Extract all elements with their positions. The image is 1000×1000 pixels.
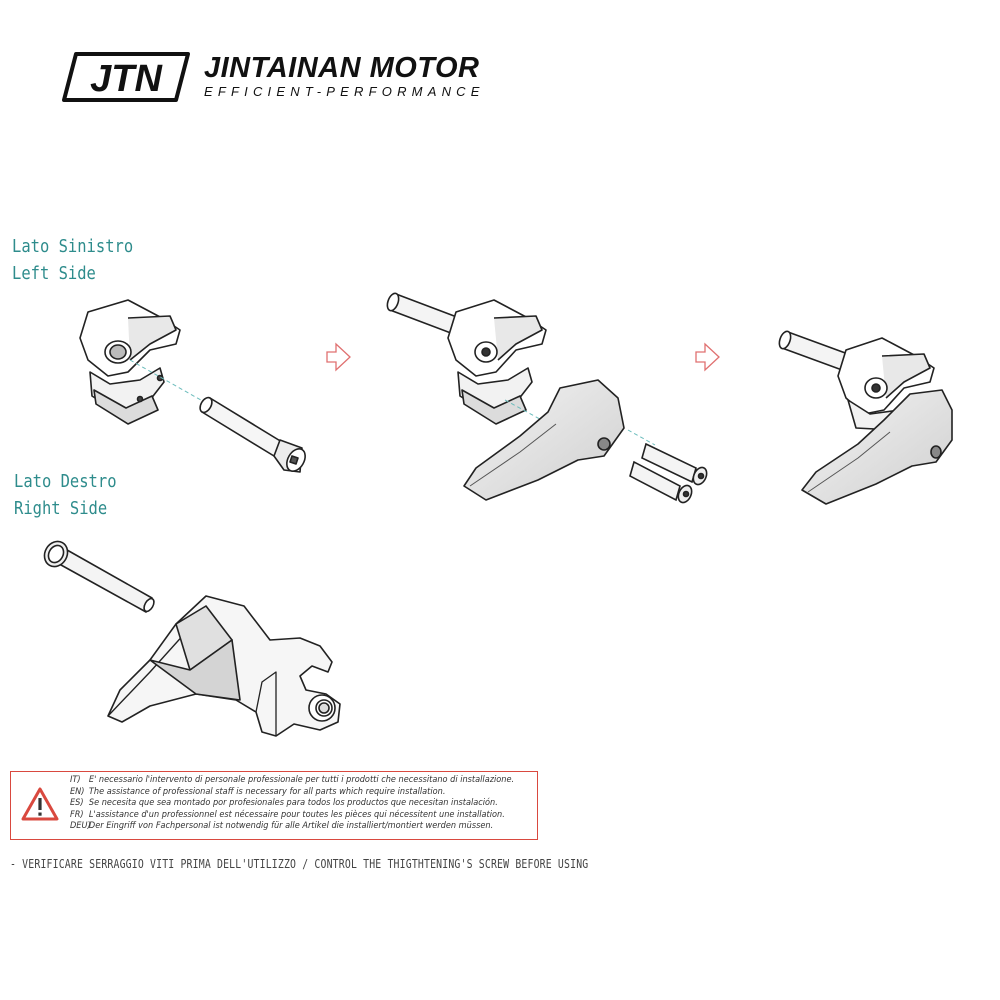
right-side-label-it: Lato Destro xyxy=(14,471,117,492)
right-slider xyxy=(107,595,341,737)
left-bracket xyxy=(79,299,181,425)
jtn-logo-badge: JTN xyxy=(62,52,190,102)
step2-bolts xyxy=(629,442,708,504)
step3-slider xyxy=(801,389,953,505)
step-arrow-2 xyxy=(695,342,720,372)
warning-language-code: IT) xyxy=(70,775,81,785)
logo-badge-text: JTN xyxy=(90,58,163,100)
step2-slider xyxy=(463,379,625,501)
warning-language-code: ES) xyxy=(70,798,84,809)
warning-line: DEU)Der Eingriff von Fachpersonal ist no… xyxy=(70,821,514,833)
warning-line: IT) E' necessario l'intervento di persona… xyxy=(70,775,514,787)
warning-language-code: EN) xyxy=(70,786,85,797)
warning-line-text: L'assistance d'un professionnel est néce… xyxy=(88,809,505,820)
assembly-diagram xyxy=(43,292,953,737)
warning-line-text: Se necesita que sea montado por profesio… xyxy=(88,798,498,809)
right-side-label: Lato Destro Right Side xyxy=(14,468,117,522)
warning-box xyxy=(10,771,538,840)
brand-slogan: EFFICIENT-PERFORMANCE xyxy=(204,84,485,99)
warning-text: IT) E' necessario l'intervento di persona… xyxy=(70,775,514,833)
warning-line: FR) L'assistance d'un professionnel est n… xyxy=(70,810,514,822)
tightening-footnote: - VERIFICARE SERRAGGIO VITI PRIMA DELL'U… xyxy=(10,857,589,871)
warning-line: EN)The assistance of professional staff … xyxy=(70,787,514,799)
left-bolt xyxy=(199,396,306,473)
step2-bolt-axis-line xyxy=(627,429,656,446)
left-side-label: Lato Sinistro Left Side xyxy=(12,233,133,287)
warning-line-text: Der Eingriff von Fachpersonal ist notwen… xyxy=(88,821,494,832)
warning-line-text: E' necessario l'intervento di personale … xyxy=(88,775,515,785)
step-arrow-1 xyxy=(326,342,351,372)
right-side-label-en: Right Side xyxy=(14,498,108,519)
warning-line-text: The assistance of professional staff is … xyxy=(88,786,446,797)
warning-line: ES) Se necesita que sea montado por profe… xyxy=(70,798,514,810)
step3-rod xyxy=(778,330,850,372)
warning-language-code: FR) xyxy=(70,809,84,820)
brand-name: JINTAINAN MOTOR xyxy=(204,52,480,84)
step2-bracket xyxy=(447,299,547,425)
left-side-label-en: Left Side xyxy=(12,263,96,284)
right-bolt xyxy=(43,540,155,613)
left-side-label-it: Lato Sinistro xyxy=(12,236,134,257)
warning-language-code: DEU) xyxy=(70,821,91,832)
warning-triangle-icon xyxy=(21,787,59,821)
left-axis-line xyxy=(129,359,216,409)
